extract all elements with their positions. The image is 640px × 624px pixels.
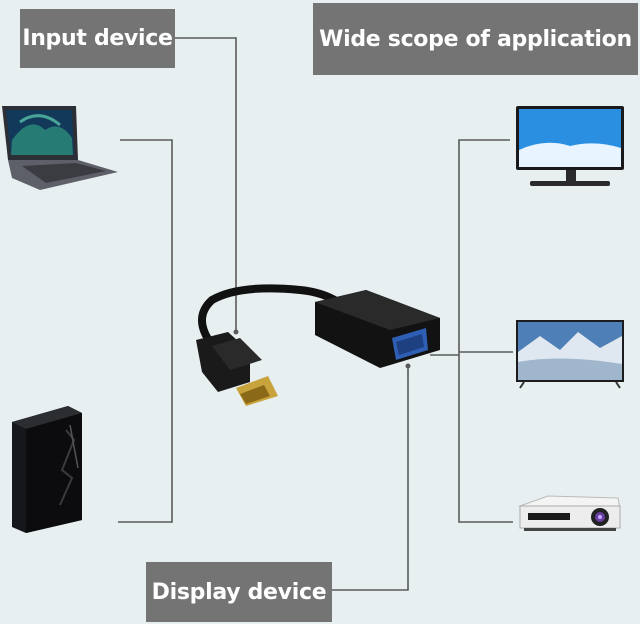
line-input-devices: [118, 139, 173, 523]
pointer-dot-input: [233, 329, 239, 335]
dp-to-vga-adapter-icon: [196, 284, 440, 406]
line-display-label: [332, 366, 409, 591]
display-device-label: Display device: [146, 562, 332, 622]
line-display-devices: [458, 139, 513, 523]
wide-scope-label: Wide scope of application: [313, 3, 638, 75]
laptop-icon: [2, 106, 118, 190]
input-device-label: Input device: [20, 9, 175, 68]
tv-icon: [516, 320, 624, 389]
connector-lines: [118, 37, 513, 591]
pointer-dot-display: [405, 363, 411, 369]
desktop-tower-icon: [12, 406, 82, 533]
line-input-label: [175, 37, 237, 330]
monitor-icon: [516, 106, 624, 186]
projector-icon: [518, 495, 621, 531]
